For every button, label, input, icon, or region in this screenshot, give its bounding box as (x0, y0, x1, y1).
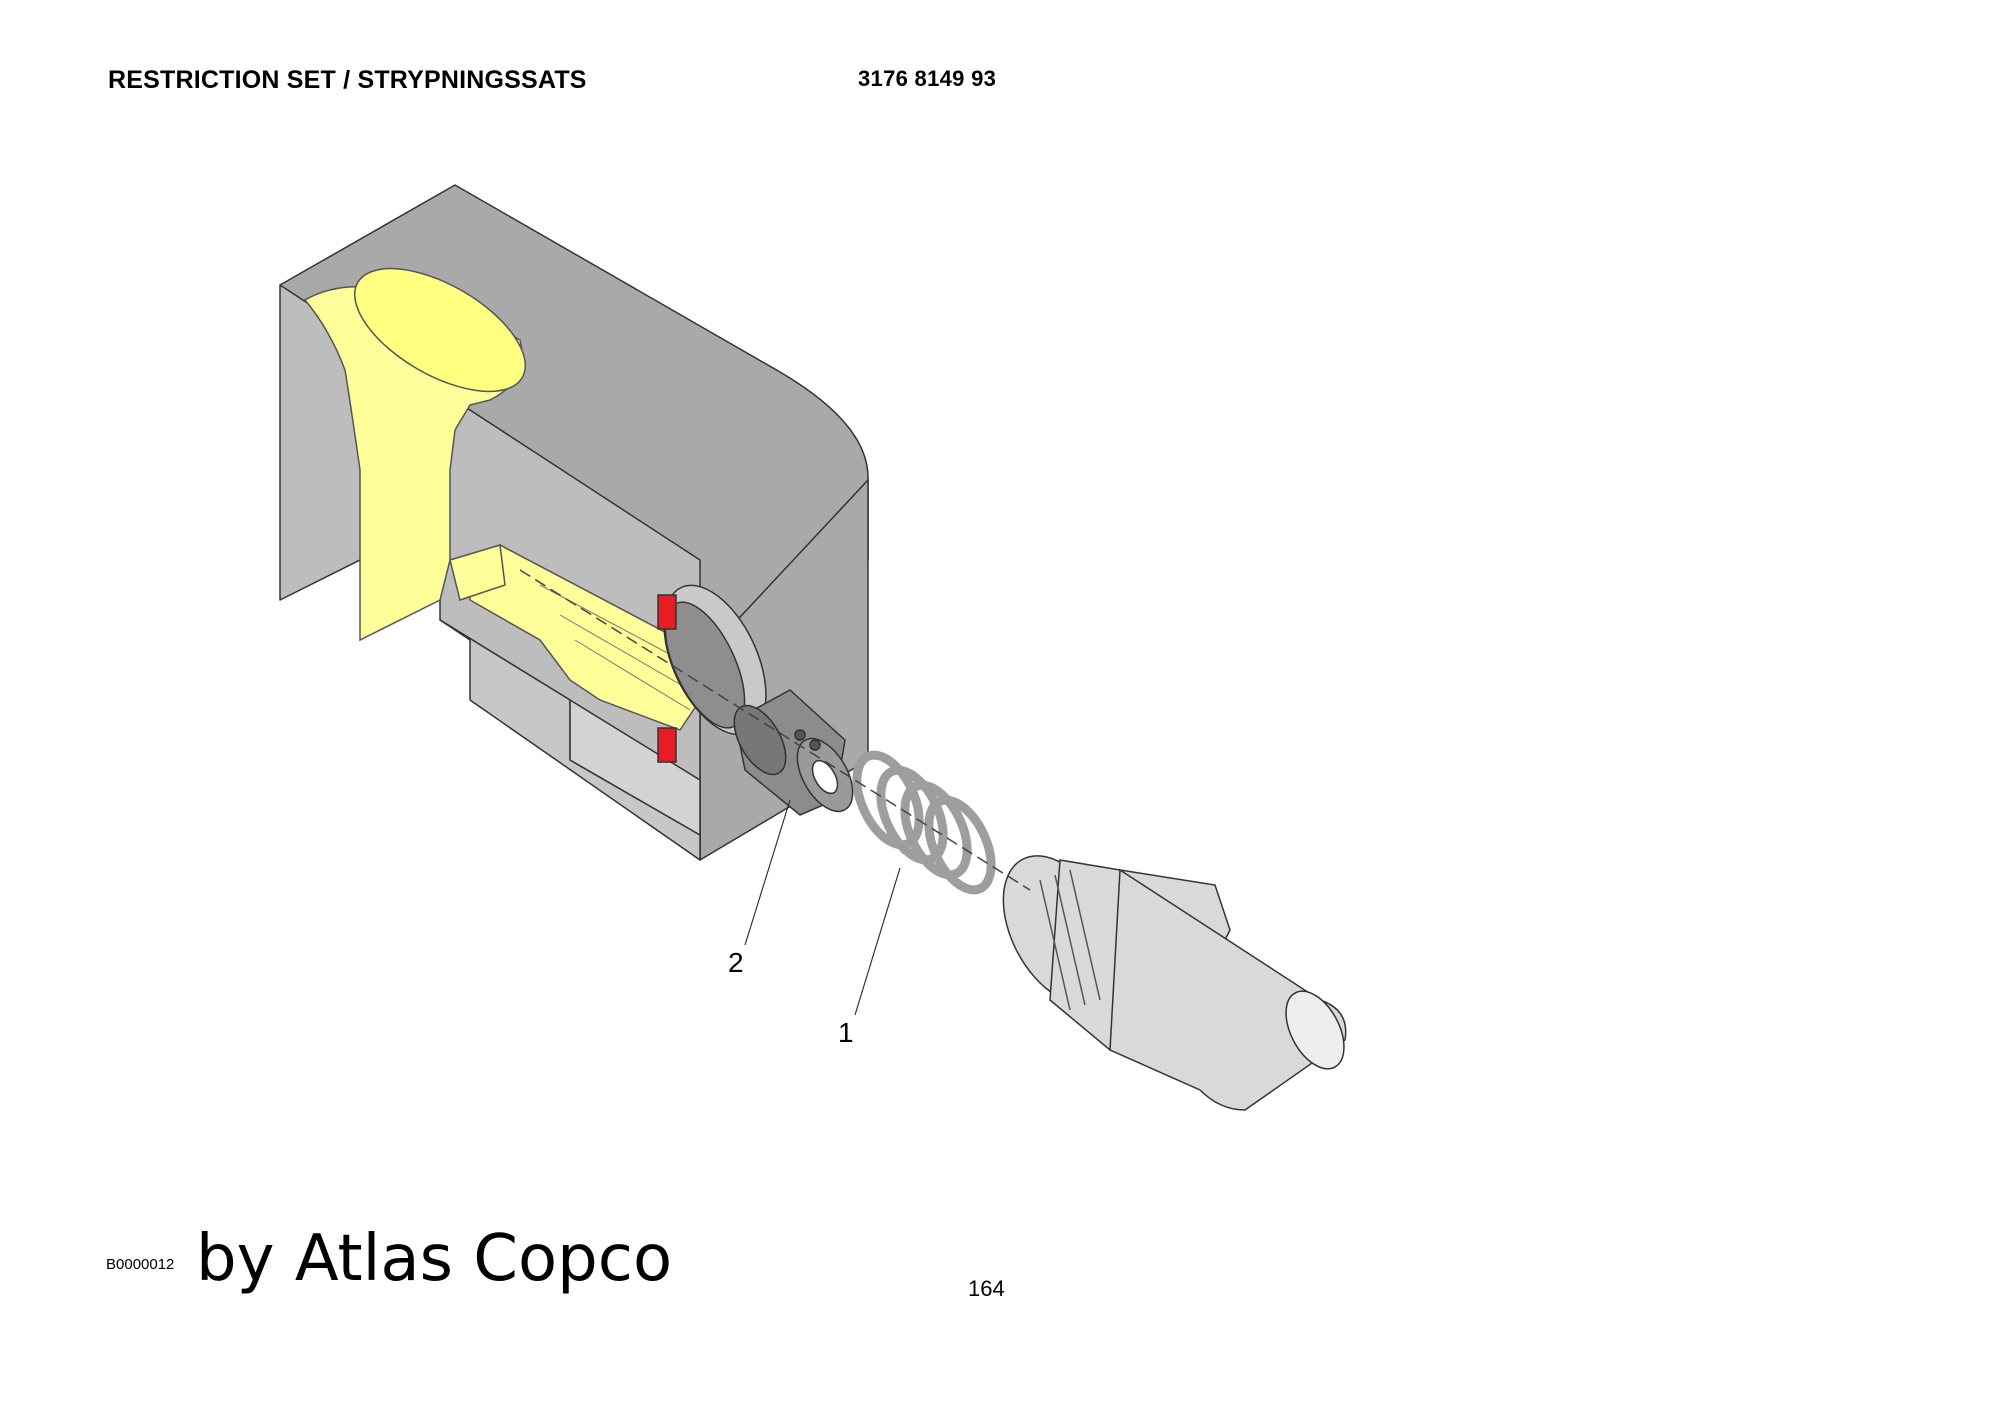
passage-opening (353, 267, 527, 393)
document-title: RESTRICTION SET / STRYPNINGSSATS (108, 66, 587, 94)
passage-bore (469, 544, 701, 731)
housing-front-face (569, 699, 701, 836)
assembly-axis-line (519, 569, 1031, 891)
brand-text: by Atlas Copco (196, 1222, 673, 1296)
callout-1-leader (854, 867, 901, 1016)
callout-label-2: 2 (728, 947, 744, 978)
part-number: 3176 8149 93 (858, 66, 997, 91)
seal-lower (657, 727, 677, 763)
part-1-spring (852, 750, 996, 895)
page-number: 164 (968, 1276, 1005, 1301)
figure-code: B0000012 (106, 1256, 175, 1273)
callout-label-1: 1 (838, 1017, 854, 1048)
callout-2-leader (744, 799, 791, 946)
fluid-passage (303, 267, 701, 731)
seal-upper (657, 594, 677, 630)
valve-seat (657, 584, 767, 763)
passage-neck (449, 544, 506, 601)
part-2-restrictor-insert (733, 689, 854, 816)
threaded-plug (1002, 855, 1347, 1111)
